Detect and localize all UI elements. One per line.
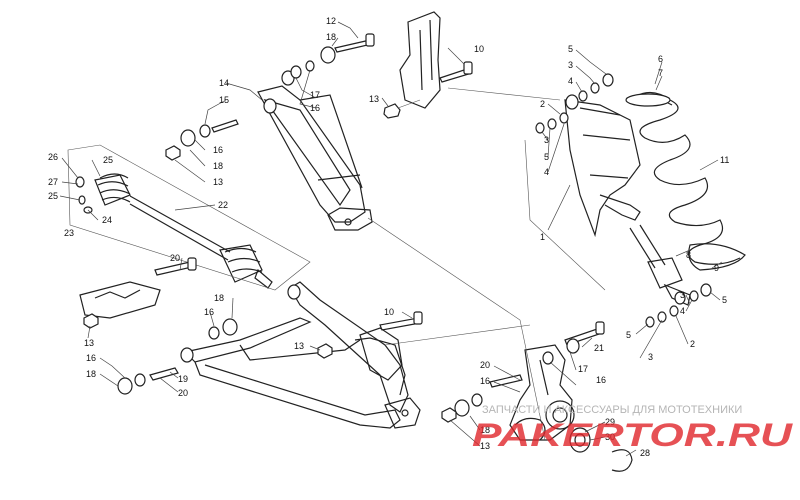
callout-16: 16 — [596, 375, 606, 385]
callout-8: 8 — [686, 250, 691, 260]
frame-bracket-lower — [79, 281, 161, 329]
callout-18: 18 — [86, 369, 96, 379]
lower-a-arm — [180, 281, 421, 429]
callout-13: 13 — [213, 177, 223, 187]
callout-12: 12 — [326, 16, 336, 26]
callout-30: 30 — [605, 432, 615, 442]
callout-20: 20 — [178, 388, 188, 398]
callout-27: 27 — [48, 177, 58, 187]
callout-3: 3 — [568, 60, 573, 70]
callout-labels: 12 18 17 16 10 13 14 15 16 18 13 26 25 2… — [48, 16, 729, 458]
upper-pivot-hardware — [165, 33, 375, 161]
callout-18: 18 — [326, 32, 336, 42]
callout-16: 16 — [480, 376, 490, 386]
callout-5: 5 — [626, 330, 631, 340]
callout-13: 13 — [480, 441, 490, 451]
shock-top-hardware — [535, 73, 614, 134]
callout-24: 24 — [102, 215, 112, 225]
callout-4: 4 — [544, 167, 549, 177]
callout-15: 15 — [219, 95, 229, 105]
callout-16: 16 — [86, 353, 96, 363]
callout-14: 14 — [219, 78, 229, 88]
callout-16: 16 — [204, 307, 214, 317]
callout-13: 13 — [84, 338, 94, 348]
callout-26: 26 — [48, 152, 58, 162]
callout-2: 2 — [690, 339, 695, 349]
shock-absorber — [564, 94, 691, 306]
callout-10: 10 — [474, 44, 484, 54]
leader-lines — [59, 21, 723, 457]
steering-knuckle — [441, 321, 633, 472]
callout-4: 4 — [568, 76, 573, 86]
callout-16: 16 — [213, 145, 223, 155]
lower-pivot-hardware — [117, 257, 423, 395]
watermark-tagline: ЗАПЧАСТИ И АКСЕССУАРЫ ДЛЯ МОТОТЕХНИКИ — [482, 404, 742, 416]
callout-28: 28 — [640, 448, 650, 458]
watermark: ЗАПЧАСТИ И АКСЕССУАРЫ ДЛЯ МОТОТЕХНИКИ PA… — [472, 404, 793, 453]
callout-13: 13 — [294, 341, 304, 351]
callout-11: 11 — [720, 155, 729, 165]
callout-9: 9 — [714, 263, 719, 273]
callout-18: 18 — [213, 161, 223, 171]
callout-18: 18 — [480, 425, 490, 435]
callout-16: 16 — [310, 103, 320, 113]
callout-23: 23 — [64, 228, 74, 238]
callout-5: 5 — [568, 44, 573, 54]
callout-13: 13 — [369, 94, 379, 104]
callout-17: 17 — [578, 364, 588, 374]
watermark-brand: PAKERTOR.RU — [472, 417, 793, 453]
callout-7: 7 — [658, 68, 663, 78]
callout-3: 3 — [680, 290, 685, 300]
callout-25: 25 — [103, 155, 113, 165]
callout-21: 21 — [594, 343, 604, 353]
shock-bottom-hardware — [645, 283, 712, 328]
callout-19: 19 — [178, 374, 188, 384]
callout-29: 29 — [605, 417, 615, 427]
callout-20: 20 — [170, 253, 180, 263]
coil-spring — [625, 91, 746, 271]
frame-bracket-upper — [383, 11, 473, 119]
callout-3: 3 — [544, 135, 549, 145]
callout-3: 3 — [648, 352, 653, 362]
callout-18: 18 — [214, 293, 224, 303]
callout-4: 4 — [680, 306, 685, 316]
callout-6: 6 — [658, 54, 663, 64]
callout-25: 25 — [48, 191, 58, 201]
callout-1: 1 — [540, 232, 545, 242]
callout-20: 20 — [480, 360, 490, 370]
callout-2: 2 — [540, 99, 545, 109]
callout-17: 17 — [310, 90, 320, 100]
drive-shaft — [75, 173, 273, 289]
callout-5: 5 — [722, 295, 727, 305]
reference-lines — [367, 87, 606, 441]
callout-5: 5 — [544, 152, 549, 162]
callout-22: 22 — [218, 200, 228, 210]
callout-10: 10 — [384, 307, 394, 317]
